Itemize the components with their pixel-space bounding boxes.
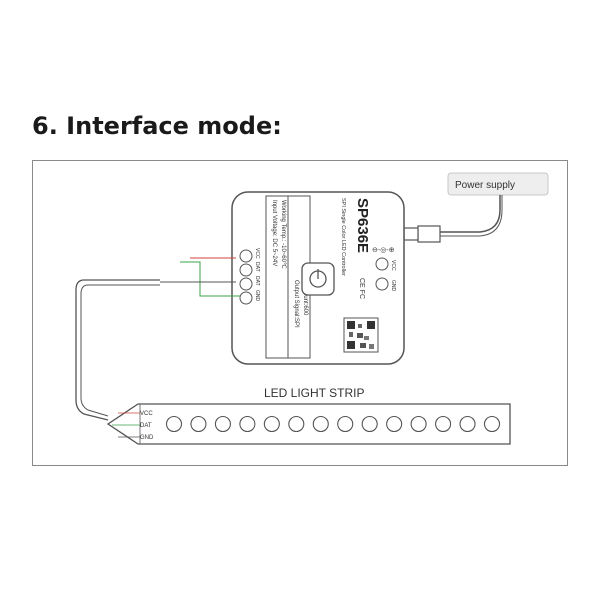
signal-cable-inner: [80, 284, 160, 417]
strip-led: [165, 415, 183, 433]
dc-jack: [417, 225, 441, 243]
controller-model: SP636E: [354, 198, 371, 253]
spec-working-temp: Working Temp.: -10~60℃: [280, 200, 286, 269]
strip-led: [361, 415, 378, 433]
signal-cable: [75, 279, 160, 421]
strip-led: [483, 415, 501, 433]
dc-terminal-gnd: [375, 277, 389, 291]
strip-led: [288, 415, 305, 433]
spec-ic-count: IC Count:600: [302, 280, 308, 316]
wire-green: [180, 261, 240, 297]
qr-code-icon: [343, 317, 379, 353]
strip-led: [410, 415, 427, 433]
dc-terminal-vcc: [375, 257, 389, 271]
dc-symbol: ⊖-◎-⊕: [372, 247, 395, 254]
pin-gnd: GND: [254, 290, 260, 302]
cert-marks: CE FC: [358, 278, 365, 299]
spec-input-voltage: Input Voltage: DC 5~24V: [271, 200, 277, 266]
strip-led: [459, 415, 476, 433]
power-supply-box: [447, 172, 549, 196]
strip-led: [263, 415, 280, 433]
strip-led: [386, 415, 403, 433]
dc-pin-gnd: GND: [390, 280, 396, 292]
strip-led: [312, 415, 329, 433]
power-cable-inner: [440, 195, 503, 237]
power-cable: [440, 195, 501, 233]
strip-pin-gnd: GND: [140, 435, 154, 441]
strip-pin-dat: DAT: [140, 423, 152, 429]
strip-led: [435, 415, 452, 433]
spec-output-signal: Output Signal:SPI: [293, 280, 299, 328]
pin-vcc: VCC: [254, 248, 260, 259]
strip-led: [214, 415, 231, 433]
section-heading: 6. Interface mode:: [32, 112, 282, 140]
pin-dat-1: DAT: [254, 262, 260, 272]
power-supply-label: Power supply: [455, 180, 515, 191]
strip-leds: [165, 415, 501, 433]
controller-subtitle: SPI Single Color LED Controller: [340, 198, 346, 276]
strip-label: LED LIGHT STRIP: [264, 386, 364, 400]
pin-dat-2: DAT: [254, 276, 260, 286]
strip-led: [337, 415, 354, 433]
output-terminals: [239, 249, 253, 305]
strip-led: [239, 415, 256, 433]
strip-led: [190, 415, 207, 433]
diagram-frame: [32, 160, 568, 466]
dc-jack-tip: [403, 227, 419, 241]
strip-pin-vcc: VCC: [140, 411, 153, 417]
led-strip: [106, 403, 511, 445]
dc-pin-vcc: VCC: [390, 260, 396, 271]
